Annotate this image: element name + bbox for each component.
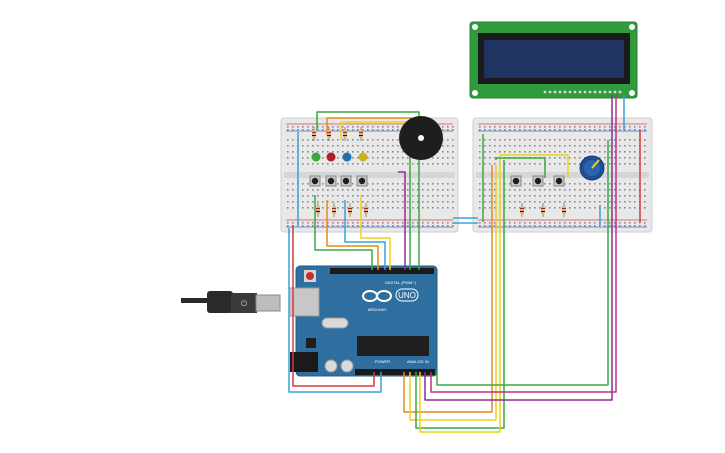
wires	[288, 95, 641, 433]
wire-blue-gnd	[288, 228, 382, 393]
wire-red-power	[292, 225, 375, 387]
wire-purple-1	[398, 171, 406, 270]
wire-orange-top	[326, 117, 412, 135]
resistor-top-0	[312, 127, 316, 141]
pushbutton-left-2[interactable]	[340, 175, 352, 187]
arduino-logo	[362, 290, 392, 302]
model-label: UNO	[398, 291, 416, 300]
pushbutton-left-0[interactable]	[309, 175, 321, 187]
wire-orange-2	[403, 165, 493, 413]
resistor-bottom-1	[332, 203, 336, 217]
wire-yellow-1	[360, 195, 391, 270]
resistor-right-2	[562, 203, 566, 217]
resistor-bottom-2	[348, 203, 352, 217]
wire-magenta-lcd	[430, 95, 617, 393]
wire-yellow-top	[340, 121, 418, 140]
potentiometer[interactable]	[579, 155, 605, 181]
brand-label: ARDUINO	[368, 307, 386, 312]
usb-cable[interactable]: ⏻	[181, 291, 281, 313]
pushbutton-right-0[interactable]	[510, 175, 522, 187]
pushbutton-right-1[interactable]	[532, 175, 544, 187]
resistor-right-0	[520, 203, 524, 217]
piezo-buzzer	[399, 116, 443, 160]
power-header-label: POWER	[375, 359, 390, 364]
resistor-bottom-3	[364, 203, 368, 217]
atmega-chip	[357, 336, 429, 356]
resistor-top-1	[327, 127, 331, 141]
lcd-display[interactable]	[469, 21, 638, 99]
led-blue	[342, 152, 352, 162]
wire-green-top	[316, 111, 420, 270]
resistor-top-3	[359, 127, 363, 141]
resistors-top-left	[312, 127, 363, 141]
wire-green-right	[495, 157, 546, 178]
analog-header-label: ANALOG IN	[407, 359, 429, 364]
led-yellow	[358, 152, 368, 162]
resistor-right-1	[541, 203, 545, 217]
pushbutton-left-1[interactable]	[325, 175, 337, 187]
wire-green-lcd	[436, 140, 609, 386]
pushbutton-right-2[interactable]	[553, 175, 565, 187]
wire-yellow-2	[409, 165, 497, 421]
arduino-uno[interactable]: ARDUINO UNO DIGITAL (PWM~) POWER ANALOG …	[288, 265, 438, 377]
resistor-bottom-0	[316, 203, 320, 217]
wire-yellow-right	[500, 154, 569, 178]
leds	[311, 152, 368, 162]
digital-header-label: DIGITAL (PWM~)	[385, 280, 417, 285]
led-red	[326, 152, 336, 162]
reset-button[interactable]	[306, 272, 314, 280]
wire-green-1	[314, 195, 373, 270]
pushbuttons-left[interactable]	[309, 175, 368, 187]
wire-green-3	[415, 160, 505, 429]
wire-orange-1	[326, 200, 379, 270]
led-green	[311, 152, 321, 162]
lcd-screen	[484, 40, 624, 78]
resistor-top-2	[343, 127, 347, 141]
usb-icon: ⏻	[241, 299, 248, 308]
resistors-bottom-right	[520, 203, 566, 217]
pushbutton-left-3[interactable]	[356, 175, 368, 187]
wire-blue-1	[344, 200, 386, 270]
pushbuttons-right[interactable]	[510, 175, 565, 187]
wire-yellow-3	[419, 155, 501, 433]
wire-purple-lcd	[424, 95, 613, 401]
resistors-bottom-left	[316, 203, 368, 217]
